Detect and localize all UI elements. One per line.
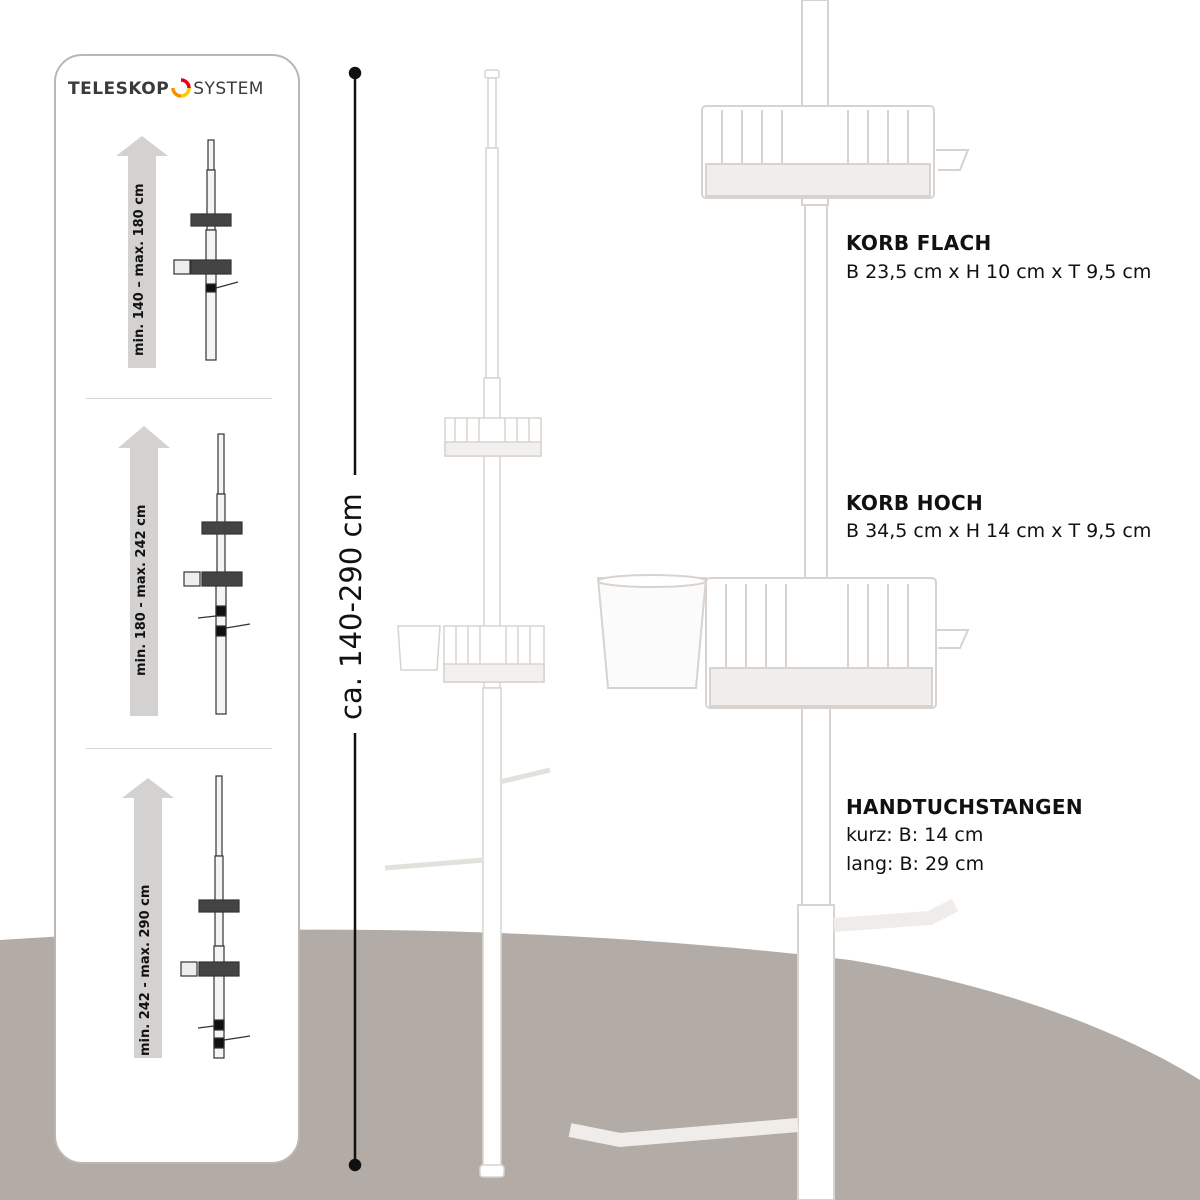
large-pole <box>568 0 970 1200</box>
handtuchstangen-title: HANDTUCHSTANGEN <box>846 795 1083 819</box>
range-illustrations <box>116 136 251 1059</box>
up-arrow-icon <box>116 136 168 368</box>
mini-pole-icon <box>173 139 239 361</box>
section-divider <box>86 748 272 749</box>
total-height-label: ca. 140-290 cm <box>334 493 368 720</box>
floor-shape <box>0 929 1200 1200</box>
mini-pole-icon <box>183 433 251 715</box>
dimension-line <box>348 66 362 1172</box>
logo-word-system: SYSTEM <box>193 79 264 99</box>
korb-flach-size: B 23,5 cm x H 10 cm x T 9,5 cm <box>846 261 1152 283</box>
korb-hoch-size: B 34,5 cm x H 14 cm x T 9,5 cm <box>846 520 1152 542</box>
section-divider <box>86 398 272 399</box>
mini-pole-icon <box>180 775 251 1059</box>
height-range-label: min. 242 - max. 290 cm <box>138 884 153 1056</box>
handtuchstangen-lang: lang: B: 29 cm <box>846 853 985 875</box>
korb-hoch-title: KORB HOCH <box>846 491 984 515</box>
teleskop-panel: TELESKOP SYSTEM <box>54 54 300 1164</box>
height-range-label: min. 180 - max. 242 cm <box>134 504 149 676</box>
handtuchstangen-kurz: kurz: B: 14 cm <box>846 824 984 846</box>
logo-word-teleskop: TELESKOP <box>68 79 170 99</box>
teleskop-system-logo: TELESKOP SYSTEM <box>68 78 290 108</box>
korb-flach-title: KORB FLACH <box>846 231 992 255</box>
up-arrow-icon <box>118 426 170 716</box>
logo-ring-icon <box>171 78 191 98</box>
height-range-label: min. 140 – max. 180 cm <box>132 183 147 357</box>
up-arrow-icon <box>122 778 174 1058</box>
small-pole <box>384 69 551 1178</box>
